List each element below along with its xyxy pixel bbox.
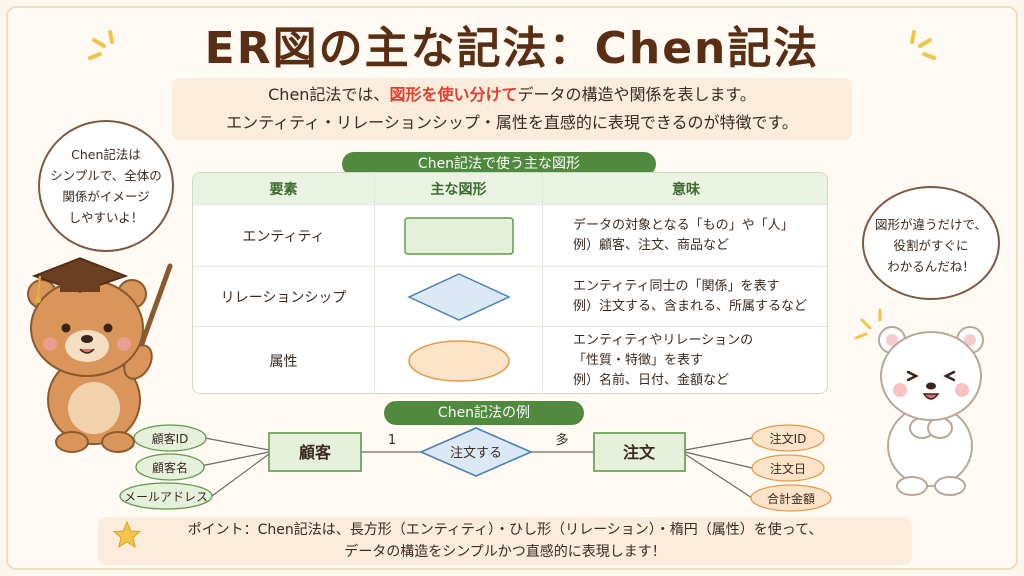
white-bear-illustration (854, 308, 984, 496)
rectangle-shape-icon (375, 205, 543, 266)
svg-text:注文: 注文 (623, 443, 656, 462)
intro-line-2: エンティティ・リレーションシップ・属性を直感的に表現できるのが特徴です。 (226, 113, 798, 132)
meaning-line: 例）注文する、含まれる、所属するなど (573, 298, 808, 314)
svg-text:注文日: 注文日 (770, 461, 806, 476)
bubble-line: 図形が違うだけで、 (874, 217, 987, 232)
attribute-customer-id: 顧客ID (133, 424, 207, 452)
row-meaning-relationship: エンティティ同士の「関係」を表す 例）注文する、含まれる、所属するなど (543, 267, 827, 326)
svg-text:合計金額: 合計金額 (767, 491, 815, 506)
bubble-line: しやすいよ！ (68, 210, 144, 225)
relationship-order: 注文する (418, 427, 534, 477)
table-row: 属性 エンティティやリレーションの 「性質・特徴」を表す 例）名前、日付、金額な… (193, 327, 827, 393)
point-box: ポイント：Chen記法は、長方形（エンティティ）・ひし形（リレーション）・楕円（… (98, 517, 912, 565)
meaning-line: 「性質・特徴」を表す (573, 353, 704, 368)
speech-bubble-right: 図形が違うだけで、 役割がすぐに わかるんだね！ (862, 186, 1000, 300)
attribute-order-date: 注文日 (751, 454, 825, 482)
intro-highlight: 図形を使い分けて (389, 85, 518, 104)
ellipse-shape-icon (375, 327, 543, 393)
cardinality-one: 1 (388, 433, 396, 448)
svg-text:注文する: 注文する (450, 446, 502, 461)
diamond-shape-icon (375, 267, 543, 326)
intro-line-1-post: データの構造や関係を表します。 (517, 85, 756, 104)
example-section-label: Chen記法の例 (384, 401, 584, 425)
row-meaning-attribute: エンティティやリレーションの 「性質・特徴」を表す 例）名前、日付、金額など (543, 327, 827, 393)
entity-customer: 顧客 (268, 432, 362, 472)
intro-line-1: Chen記法では、図形を使い分けてデータの構造や関係を表します。 (172, 81, 852, 109)
table-header-row: 要素 主な図形 意味 (193, 173, 827, 205)
row-element-relationship: リレーションシップ (193, 267, 375, 326)
shapes-table: 要素 主な図形 意味 エンティティ データの対象となる「もの」や「人」 例）顧客… (192, 172, 828, 394)
connector-lines (195, 437, 753, 499)
bubble-line: わかるんだね！ (887, 259, 975, 274)
svg-text:顧客ID: 顧客ID (152, 431, 189, 446)
svg-text:メールアドレス: メールアドレス (124, 490, 208, 504)
intro-box: Chen記法では、図形を使い分けてデータの構造や関係を表します。 エンティティ・… (172, 78, 852, 140)
point-line-2: データの構造をシンプルかつ直感的に表現します！ (344, 544, 666, 560)
intro-line-1-pre: Chen記法では、 (268, 85, 390, 104)
header-element: 要素 (193, 173, 375, 204)
meaning-line: 例）名前、日付、金額など (573, 373, 730, 388)
star-icon (112, 520, 142, 549)
bubble-line: シンプルで、全体の (50, 168, 162, 183)
page-title: ER図の主な記法：Chen記法 (204, 23, 820, 74)
row-element-entity: エンティティ (193, 205, 375, 266)
meaning-line: エンティティやリレーションの (573, 333, 754, 348)
bubble-line: 役割がすぐに (893, 238, 969, 253)
table-row: リレーションシップ エンティティ同士の「関係」を表す 例）注文する、含まれる、所… (193, 267, 827, 327)
attribute-email: メールアドレス (119, 482, 213, 510)
speech-bubble-left: Chen記法は シンプルで、全体の 関係がイメージ しやすいよ！ (38, 120, 174, 252)
meaning-line: 例）顧客、注文、商品など (573, 237, 730, 253)
svg-text:顧客: 顧客 (299, 443, 332, 462)
meaning-line: データの対象となる「もの」や「人」 (573, 217, 794, 233)
point-line-1: ポイント：Chen記法は、長方形（エンティティ）・ひし形（リレーション）・楕円（… (187, 522, 823, 538)
row-element-attribute: 属性 (193, 327, 375, 393)
bubble-line: Chen記法は (71, 147, 141, 162)
cardinality-many: 多 (555, 432, 568, 448)
entity-order: 注文 (593, 432, 686, 472)
header-meaning: 意味 (672, 181, 700, 198)
svg-text:注文ID: 注文ID (770, 431, 807, 446)
table-row: エンティティ データの対象となる「もの」や「人」 例）顧客、注文、商品など (193, 205, 827, 267)
attribute-order-id: 注文ID (751, 424, 825, 452)
header-shape: 主な図形 (375, 173, 543, 204)
attribute-customer-name: 顧客名 (135, 453, 205, 481)
sparkle-left-icon (88, 30, 114, 60)
bubble-line: 関係がイメージ (62, 189, 150, 204)
teacher-bear-illustration (27, 257, 173, 453)
attribute-total-amount: 合計金額 (750, 484, 832, 512)
sparkle-right-icon (910, 30, 936, 60)
svg-text:顧客名: 顧客名 (152, 460, 188, 475)
row-meaning-entity: データの対象となる「もの」や「人」 例）顧客、注文、商品など (543, 205, 827, 266)
meaning-line: エンティティ同士の「関係」を表す (573, 278, 780, 294)
